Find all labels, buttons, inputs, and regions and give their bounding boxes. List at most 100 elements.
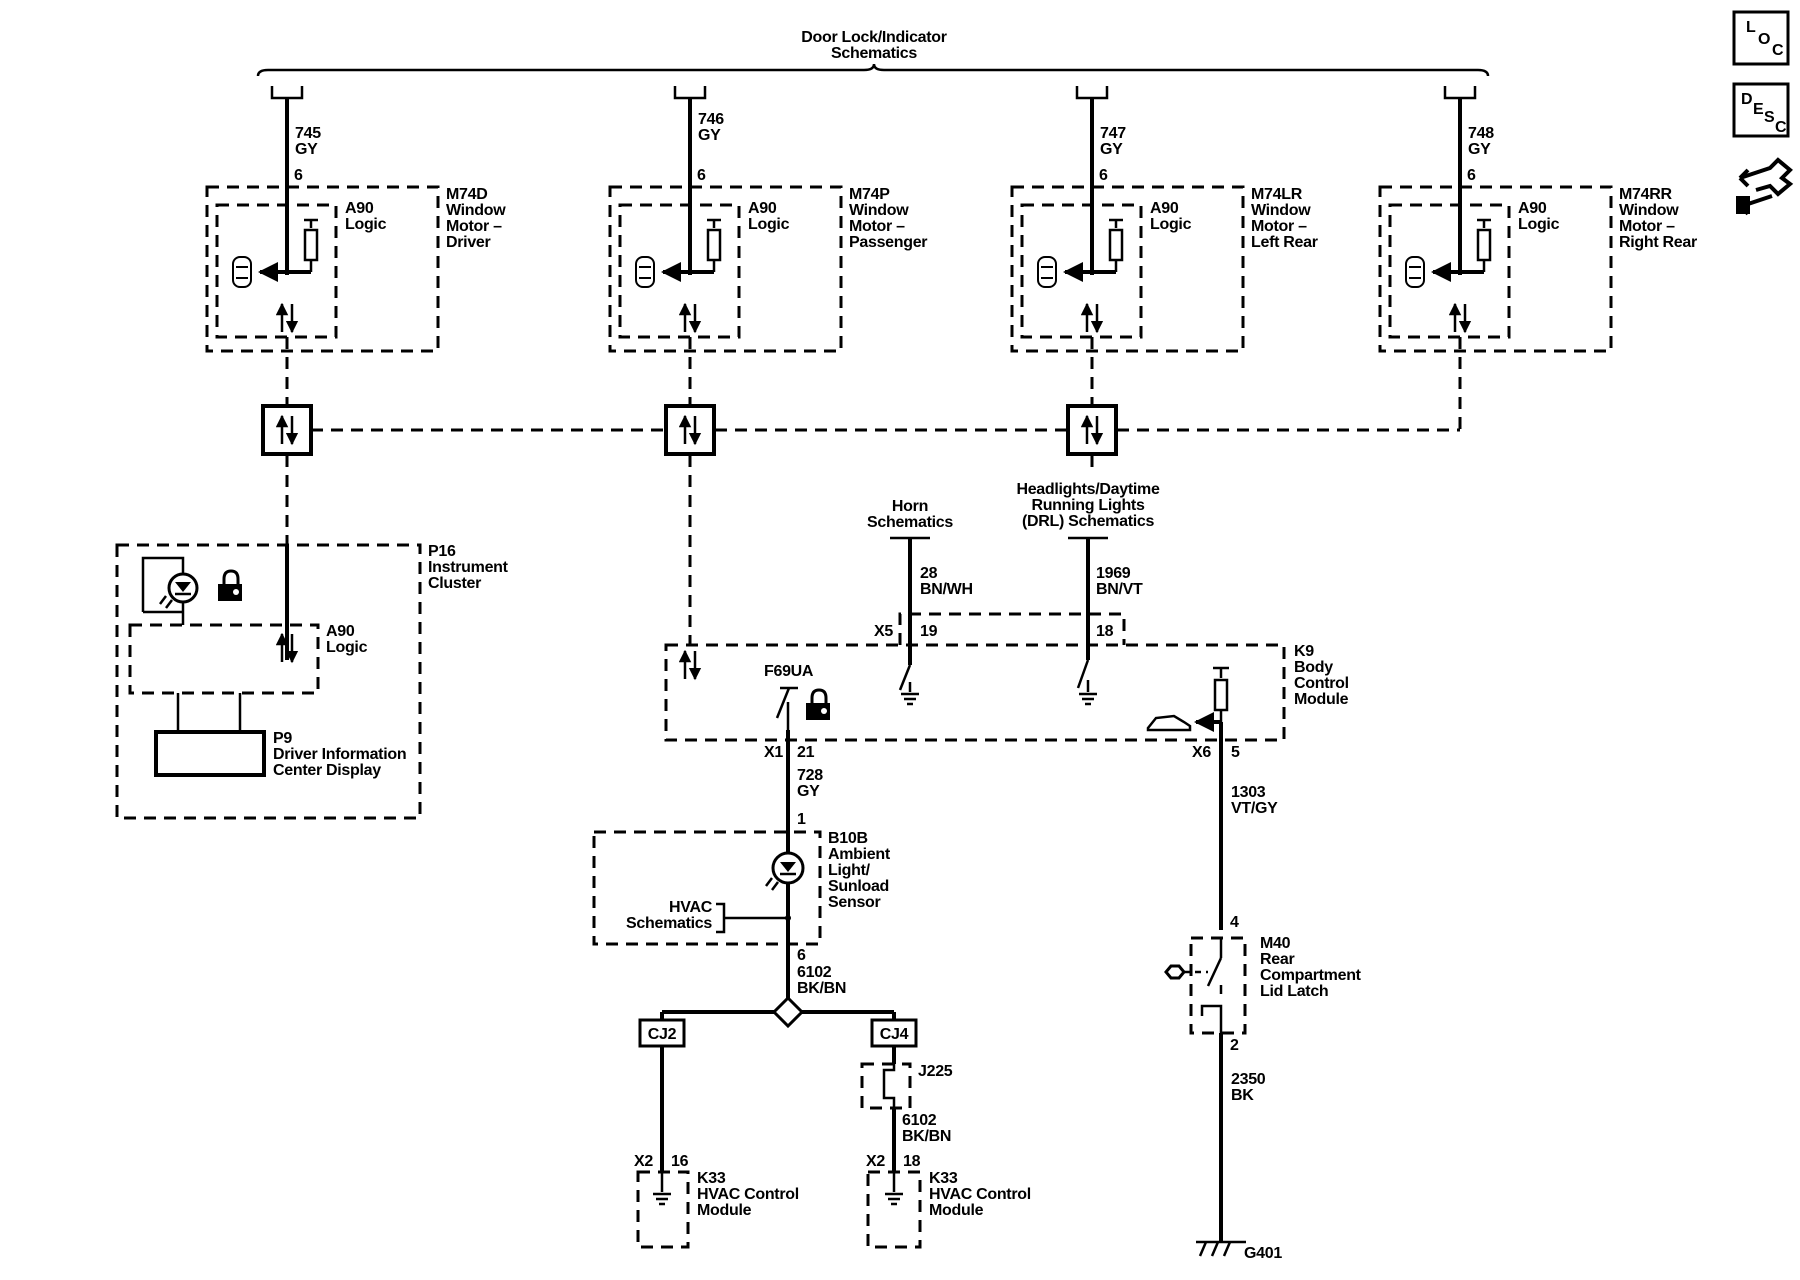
- car-icon: [1037, 256, 1057, 288]
- ground-icon: [1077, 692, 1099, 706]
- hvac-left-code: K33: [697, 1170, 726, 1187]
- latch-circuit: 1303: [1231, 784, 1266, 801]
- logic-code: A90: [345, 200, 374, 217]
- headlights-pin: 18: [1096, 623, 1114, 640]
- splice-diamond: [771, 995, 805, 1029]
- latch-code: M40: [1260, 935, 1291, 952]
- module-name-2: Motor –: [849, 218, 905, 235]
- logic-boundary: [215, 203, 338, 339]
- serial-data-bus: [285, 337, 1462, 645]
- splice-cj4-label: CJ4: [880, 1026, 909, 1043]
- gateway-icon-3: [1066, 404, 1118, 456]
- module-name-2: Motor –: [446, 218, 502, 235]
- svg-text:S: S: [1764, 109, 1775, 126]
- hvac-control-module-left: X2 16 K33 HVAC Control Module: [634, 1153, 799, 1249]
- bcm-connector-x6: X6: [1192, 744, 1211, 761]
- splice-network: CJ2 CJ4 J225 6102 BK/BN: [638, 995, 953, 1172]
- svg-text:C: C: [1775, 119, 1787, 136]
- window-motor-right-rear: 748 GY 6 A90 Logic M74RR Window Motor – …: [1378, 86, 1697, 353]
- door-lock-ref-line1: Door Lock/Indicator: [801, 29, 946, 46]
- circuit-number: 745: [295, 125, 321, 142]
- module-name-3: Driver: [446, 234, 491, 251]
- logic-boundary: [1020, 203, 1143, 339]
- wire-color: GY: [1100, 141, 1123, 158]
- latch-name-2: Compartment: [1260, 967, 1362, 984]
- module-name-3: Passenger: [849, 234, 927, 251]
- headlights-wire-color: BN/VT: [1096, 581, 1143, 598]
- connector-icon: [1075, 86, 1109, 100]
- window-motor-passenger: 746 GY 6 A90 Logic M74P Window Motor – P…: [608, 86, 928, 353]
- bcm-pin-x1: 21: [797, 744, 815, 761]
- instrument-cluster: P16 Instrument Cluster A90 Logic P9 Driv…: [115, 543, 509, 820]
- hvac-right-code: K33: [929, 1170, 958, 1187]
- data-arrows-icon: [1087, 304, 1097, 332]
- sensor-name-2: Light/: [828, 862, 871, 879]
- car-icon: [635, 256, 655, 288]
- hvac-right-name-1: HVAC Control: [929, 1186, 1031, 1203]
- logic-label: Logic: [748, 216, 790, 233]
- module-code: M74LR: [1251, 186, 1303, 203]
- horn-pin: 19: [920, 623, 938, 640]
- bcm-name-1: Body: [1294, 659, 1333, 676]
- data-arrows-icon: [685, 304, 695, 332]
- latch-name-3: Lid Latch: [1260, 983, 1328, 1000]
- dic-display: [154, 730, 266, 777]
- dic-name-1: Driver Information: [273, 746, 406, 763]
- module-name-2: Motor –: [1619, 218, 1675, 235]
- hvac-left-name-1: HVAC Control: [697, 1186, 799, 1203]
- hvac-ref-line1: HVAC: [669, 899, 713, 916]
- dic-name-2: Center Display: [273, 762, 381, 779]
- logic-label: Logic: [345, 216, 387, 233]
- splice-wire-color: BK/BN: [902, 1128, 951, 1145]
- lock-icon: [216, 569, 244, 603]
- loc-button[interactable]: L O C: [1732, 10, 1790, 66]
- ambient-circuit-2: 6102: [797, 964, 832, 981]
- splice-j225-label: J225: [918, 1063, 953, 1080]
- latch-name-1: Rear: [1260, 951, 1294, 968]
- horn-reference: Horn Schematics 28 BN/WH 19: [867, 498, 973, 640]
- swap-connectors-icon[interactable]: [1736, 157, 1794, 216]
- wire-color: GY: [1468, 141, 1491, 158]
- splice-cj2: [638, 1018, 686, 1048]
- module-name-2: Motor –: [1251, 218, 1307, 235]
- headlights-ref-line2: Running Lights: [1031, 497, 1145, 514]
- splice-j225-boundary: [860, 1062, 912, 1110]
- desc-button[interactable]: D E S C: [1732, 82, 1790, 138]
- latch-boundary: [1189, 936, 1247, 1035]
- data-arrows-icon: [1455, 304, 1465, 332]
- svg-text:O: O: [1758, 31, 1770, 48]
- gateway-icon-2: [664, 404, 716, 456]
- logic-code: A90: [1150, 200, 1179, 217]
- cluster-logic-boundary: [128, 623, 320, 695]
- pin-number: 6: [1467, 167, 1476, 184]
- circuit-number: 748: [1468, 125, 1494, 142]
- module-code: M74D: [446, 186, 487, 203]
- connector-icon: [1443, 86, 1477, 100]
- latch-actuator-icon: [1164, 964, 1186, 980]
- pin-number: 6: [697, 167, 706, 184]
- door-lock-ref-line2: Schematics: [831, 45, 917, 62]
- logic-code: A90: [748, 200, 777, 217]
- photo-sensor-icon: [765, 851, 805, 891]
- door-lock-reference: Door Lock/Indicator Schematics: [256, 29, 1490, 77]
- car-icon: [232, 256, 252, 288]
- circuit-number: 746: [698, 111, 724, 128]
- cluster-logic-label: Logic: [326, 639, 368, 656]
- horn-ref-line1: Horn: [892, 498, 928, 515]
- latch-wire-color: VT/GY: [1231, 800, 1278, 817]
- pin-number: 6: [294, 167, 303, 184]
- hvac-left-name-2: Module: [697, 1202, 752, 1219]
- module-name-1: Window: [446, 202, 506, 219]
- ambient-wire-color: GY: [797, 783, 820, 800]
- hvac-left-connector: X2: [634, 1153, 653, 1170]
- svg-text:E: E: [1753, 101, 1764, 118]
- wire-color: GY: [698, 127, 721, 144]
- bcm-connector-x5: X5: [874, 623, 893, 640]
- module-boundary: [1378, 185, 1613, 353]
- ambient-light-sensor: 728 GY 1 B10B Ambient Light/ Sunload Sen…: [592, 730, 891, 1012]
- circuit-number: 747: [1100, 125, 1126, 142]
- splice-circuit: 6102: [902, 1112, 937, 1129]
- module-boundary: [608, 185, 843, 353]
- bcm-boundary: [664, 643, 1286, 742]
- logic-label: Logic: [1518, 216, 1560, 233]
